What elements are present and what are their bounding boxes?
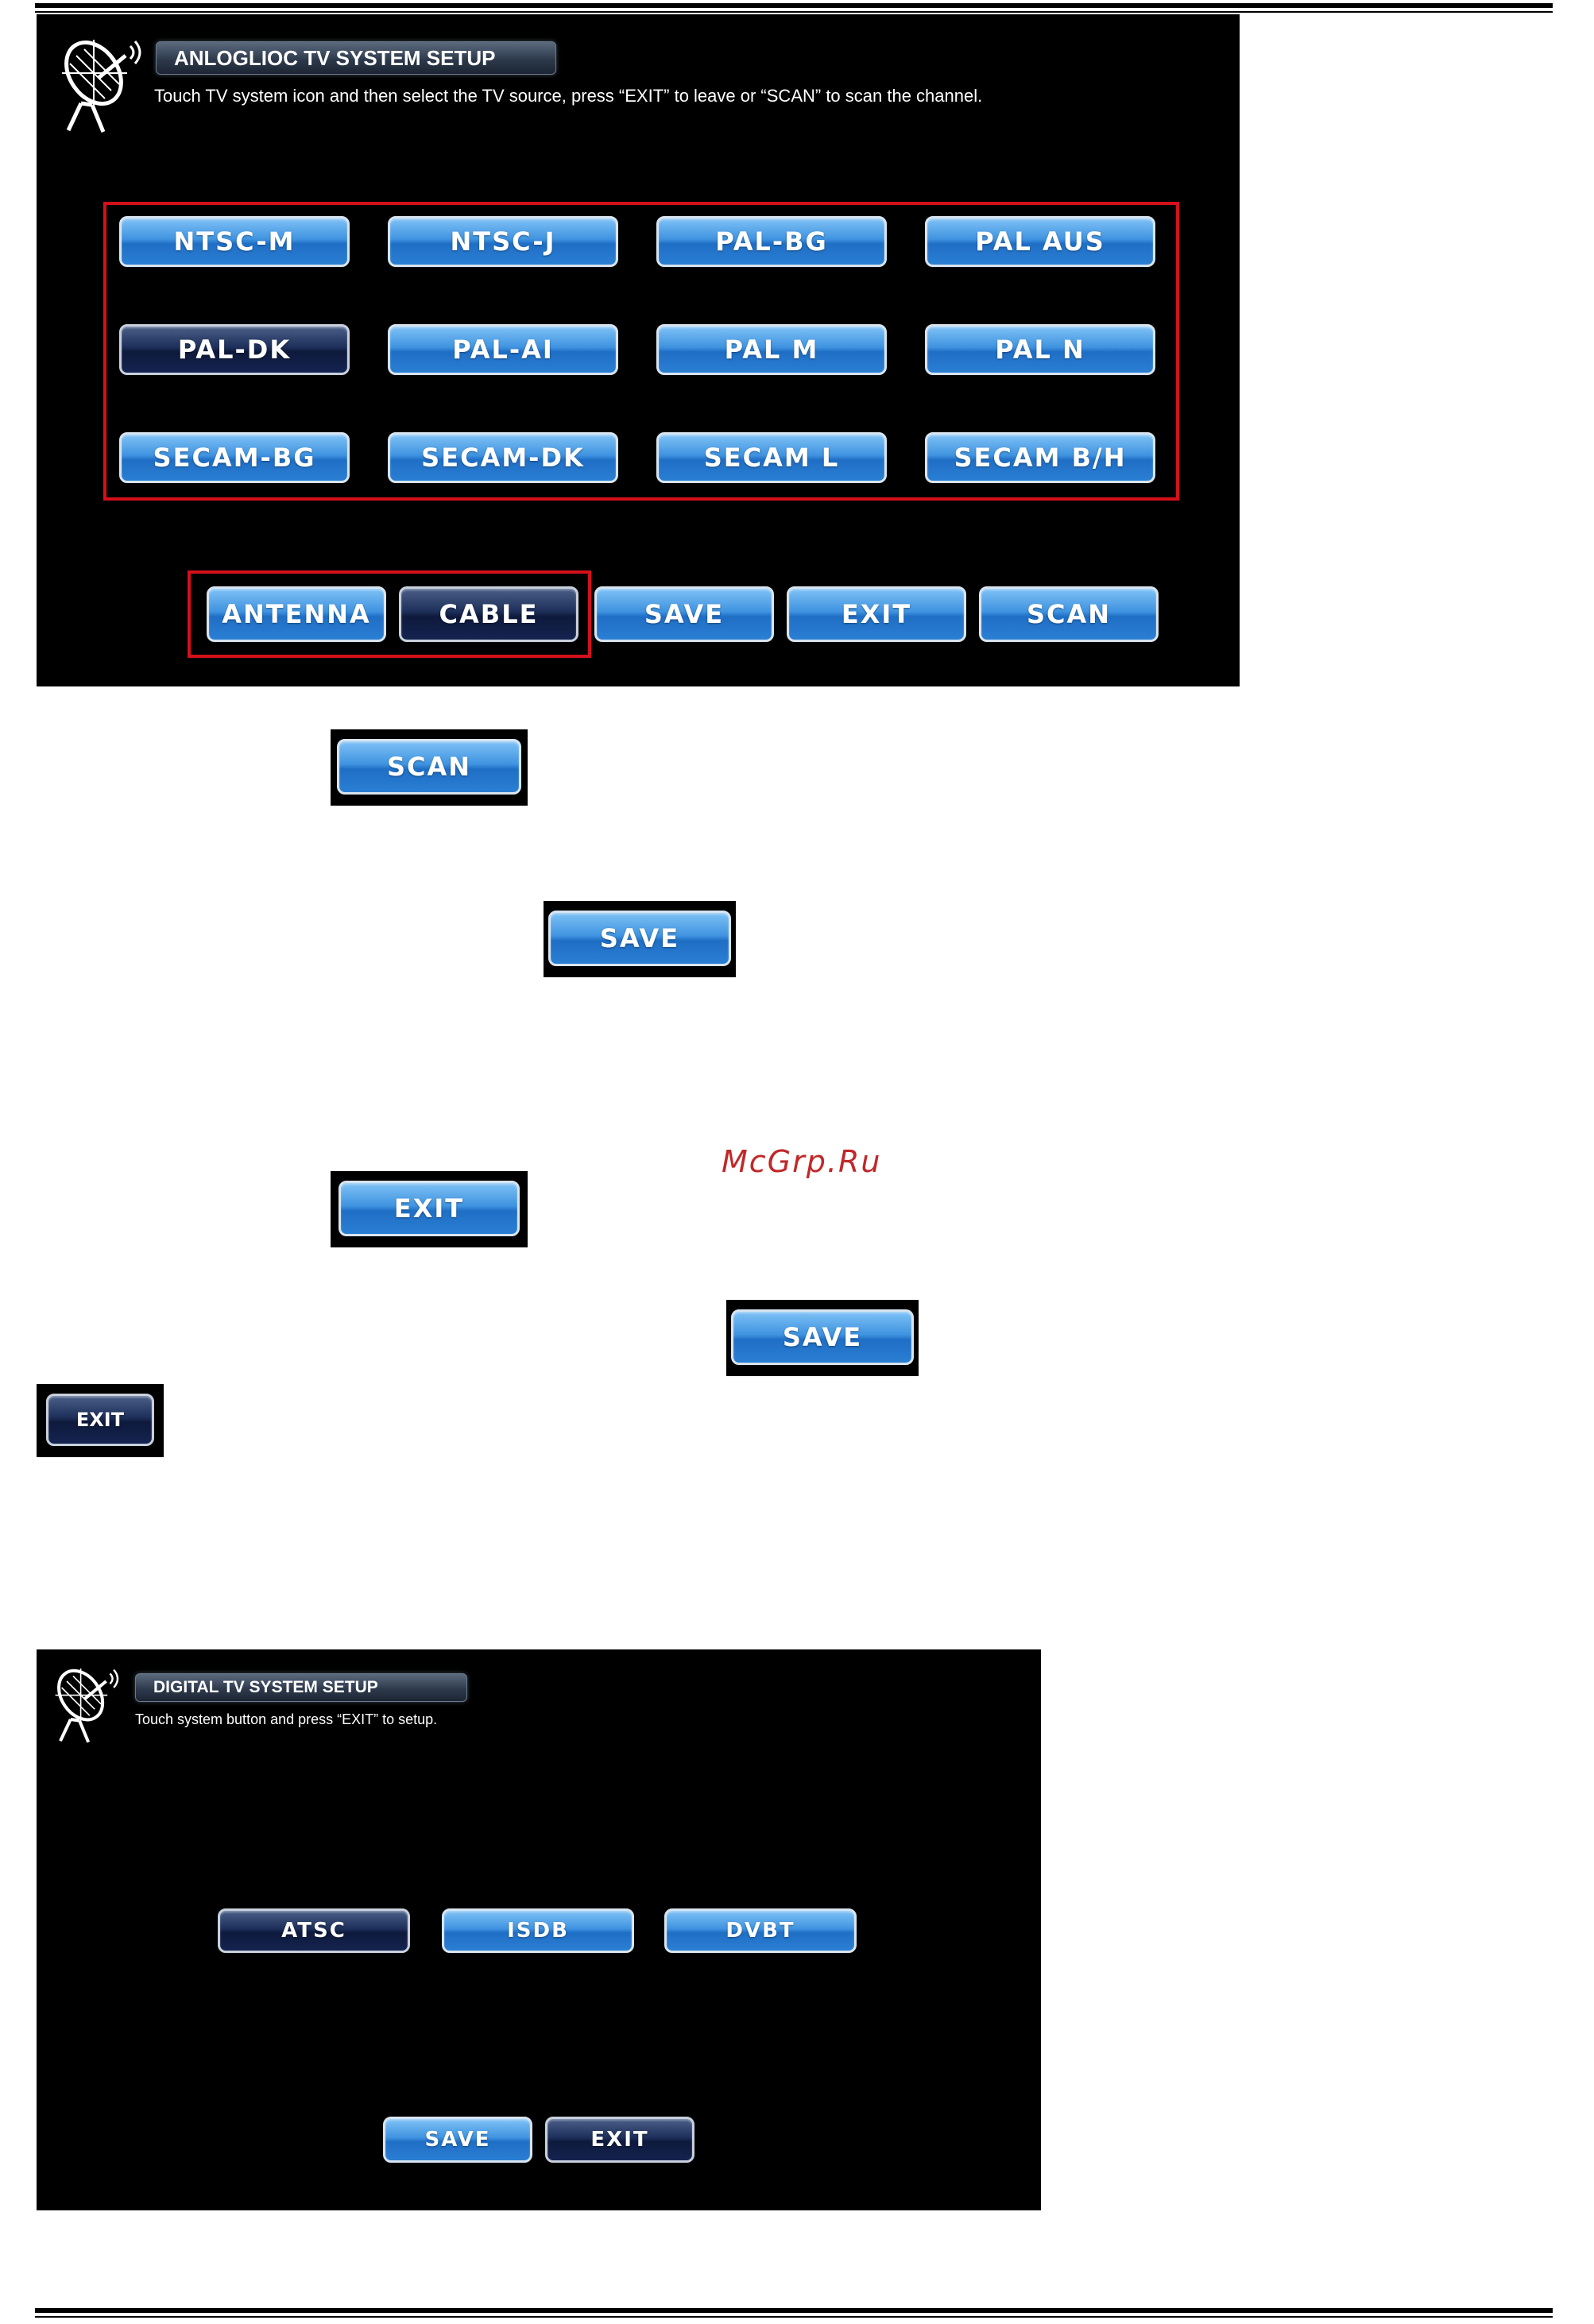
tv-system-button[interactable]: PAL-BG <box>656 216 887 267</box>
save-button[interactable]: SAVE <box>383 2117 532 2163</box>
tv-system-button[interactable]: PAL M <box>656 324 887 375</box>
exit-button-image: EXIT <box>339 1181 520 1236</box>
tv-system-button[interactable]: PAL AUS <box>925 216 1155 267</box>
digital-system-button[interactable]: DVBT <box>664 1908 857 1953</box>
scan-button-snippet: SCAN <box>331 729 528 806</box>
save-button-snippet: SAVE <box>544 901 736 977</box>
exit-button[interactable]: EXIT <box>787 586 966 642</box>
page-title: DIGITAL TV SYSTEM SETUP <box>135 1673 467 1702</box>
source-group-highlight <box>188 570 591 658</box>
save-button[interactable]: SAVE <box>594 586 774 642</box>
bottom-rule <box>35 2308 1553 2313</box>
analog-tv-setup-screen: ANLOGLIOC TV SYSTEM SETUP Touch TV syste… <box>37 14 1240 686</box>
source-button[interactable]: CABLE <box>399 586 578 642</box>
digital-system-button[interactable]: ATSC <box>218 1908 410 1953</box>
tv-system-group-highlight <box>103 202 1179 501</box>
bottom-rule-thin <box>35 2316 1553 2318</box>
exit-button-snippet: EXIT <box>331 1171 528 1247</box>
exit-button-snippet-small: EXIT <box>37 1384 164 1457</box>
instruction-text: Touch TV system icon and then select the… <box>154 86 983 106</box>
tv-system-button[interactable]: SECAM B/H <box>925 432 1155 483</box>
tv-system-button[interactable]: SECAM-DK <box>388 432 618 483</box>
top-rule-thin <box>35 11 1553 13</box>
tv-system-button[interactable]: PAL-AI <box>388 324 618 375</box>
save-button-snippet-2: SAVE <box>726 1300 919 1376</box>
tv-system-button[interactable]: SECAM L <box>656 432 887 483</box>
digital-system-button[interactable]: ISDB <box>442 1908 634 1953</box>
digital-tv-setup-screen: DIGITAL TV SYSTEM SETUP Touch system but… <box>37 1649 1041 2210</box>
satellite-dish-icon <box>55 1669 119 1743</box>
tv-system-button[interactable]: NTSC-J <box>388 216 618 267</box>
scan-button[interactable]: SCAN <box>979 586 1159 642</box>
top-rule <box>35 3 1553 8</box>
watermark: McGrp.Ru <box>722 1144 882 1179</box>
page-title: ANLOGLIOC TV SYSTEM SETUP <box>156 41 556 75</box>
satellite-dish-icon <box>62 40 141 133</box>
exit-button[interactable]: EXIT <box>545 2117 694 2163</box>
tv-system-button[interactable]: NTSC-M <box>119 216 350 267</box>
save-button-image: SAVE <box>548 911 731 966</box>
tv-system-button[interactable]: PAL-DK <box>119 324 350 375</box>
source-button[interactable]: ANTENNA <box>207 586 386 642</box>
tv-system-button[interactable]: SECAM-BG <box>119 432 350 483</box>
save-button-image-2: SAVE <box>731 1309 914 1365</box>
scan-button-image: SCAN <box>337 739 521 795</box>
tv-system-button[interactable]: PAL N <box>925 324 1155 375</box>
instruction-text: Touch system button and press “EXIT” to … <box>135 1711 438 1727</box>
exit-button-image-small: EXIT <box>46 1394 154 1446</box>
